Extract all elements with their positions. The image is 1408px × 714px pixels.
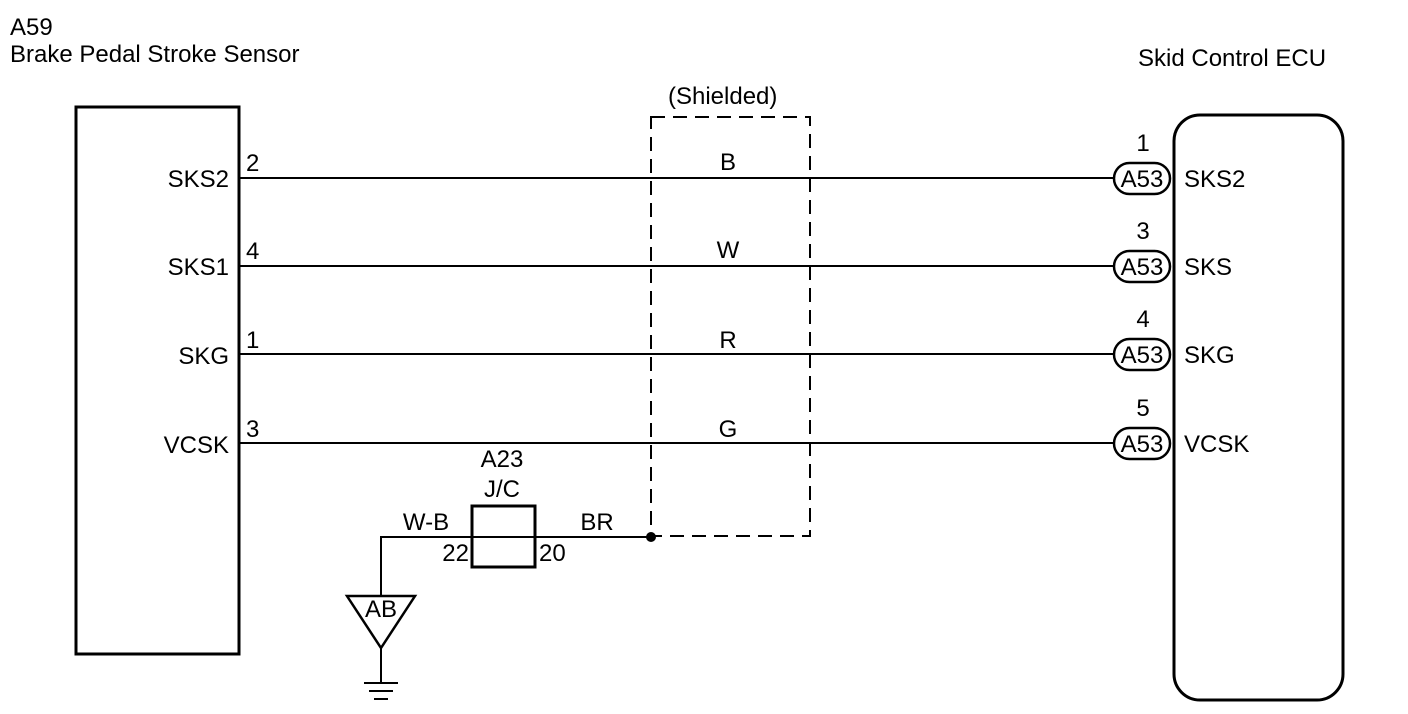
ecu-connector-label: A53 xyxy=(1121,166,1164,193)
ecu-terminal-label: SKS xyxy=(1184,254,1232,281)
junction-pin-left: 22 xyxy=(442,540,469,567)
junction-pin-right: 20 xyxy=(539,540,566,567)
sensor-terminal-label: SKG xyxy=(178,343,229,370)
sensor-name: Brake Pedal Stroke Sensor xyxy=(10,41,300,68)
sensor-pin: 3 xyxy=(246,416,259,443)
ecu-connector xyxy=(1112,426,1172,461)
junction-type: J/C xyxy=(484,476,520,503)
wire-color-right: BR xyxy=(580,509,613,536)
ecu-connector-label: A53 xyxy=(1121,254,1164,281)
wire-color-left: W-B xyxy=(403,509,449,536)
splice-point xyxy=(646,532,656,542)
signal-row: SKG 1 R 4 A53 SKG xyxy=(178,306,1235,372)
ecu-pin: 5 xyxy=(1136,395,1149,422)
ecu-connector xyxy=(1112,161,1172,196)
sensor-pin: 2 xyxy=(246,150,259,177)
ecu-connector xyxy=(1112,249,1172,284)
ecu-connector-label: A53 xyxy=(1121,342,1164,369)
sensor-terminal-label: SKS2 xyxy=(168,166,229,193)
ecu-box xyxy=(1172,113,1345,702)
junction-connector: A23 J/C 22 20 W-B BR xyxy=(403,446,614,569)
sensor-pin: 4 xyxy=(246,238,259,265)
ecu-terminal-label: VCSK xyxy=(1184,431,1249,458)
sensor-terminal-label: SKS1 xyxy=(168,254,229,281)
ecu-name: Skid Control ECU xyxy=(1138,45,1326,72)
ecu-pin: 4 xyxy=(1136,306,1149,333)
ground-wire xyxy=(380,536,472,596)
sensor-code: A59 xyxy=(10,14,53,41)
wire-color: W xyxy=(717,237,740,264)
signal-row: SKS1 4 W 3 A53 SKS xyxy=(168,218,1232,284)
shield-outline xyxy=(650,116,811,537)
ecu-pin: 1 xyxy=(1136,130,1149,157)
sensor-box xyxy=(74,105,241,656)
ground-triangle xyxy=(344,594,418,651)
ground-symbol-icon xyxy=(364,682,398,700)
ecu-connector xyxy=(1112,337,1172,372)
signal-row: SKS2 2 B 1 A53 SKS2 xyxy=(168,130,1245,196)
ecu-pin: 3 xyxy=(1136,218,1149,245)
wire-color: B xyxy=(720,149,736,176)
ecu-connector-label: A53 xyxy=(1121,431,1164,458)
wire-color: R xyxy=(719,327,736,354)
ecu-terminal-label: SKS2 xyxy=(1184,166,1245,193)
sensor-pin: 1 xyxy=(246,327,259,354)
shield-label: (Shielded) xyxy=(668,83,777,110)
ground-point: AB xyxy=(344,594,418,682)
junction-code: A23 xyxy=(481,446,524,473)
ecu-terminal-label: SKG xyxy=(1184,342,1235,369)
wire-color: G xyxy=(719,416,738,443)
sensor-terminal-label: VCSK xyxy=(164,432,229,459)
ground-label: AB xyxy=(365,596,397,623)
signal-row: VCSK 3 G 5 A53 VCSK xyxy=(164,395,1249,461)
